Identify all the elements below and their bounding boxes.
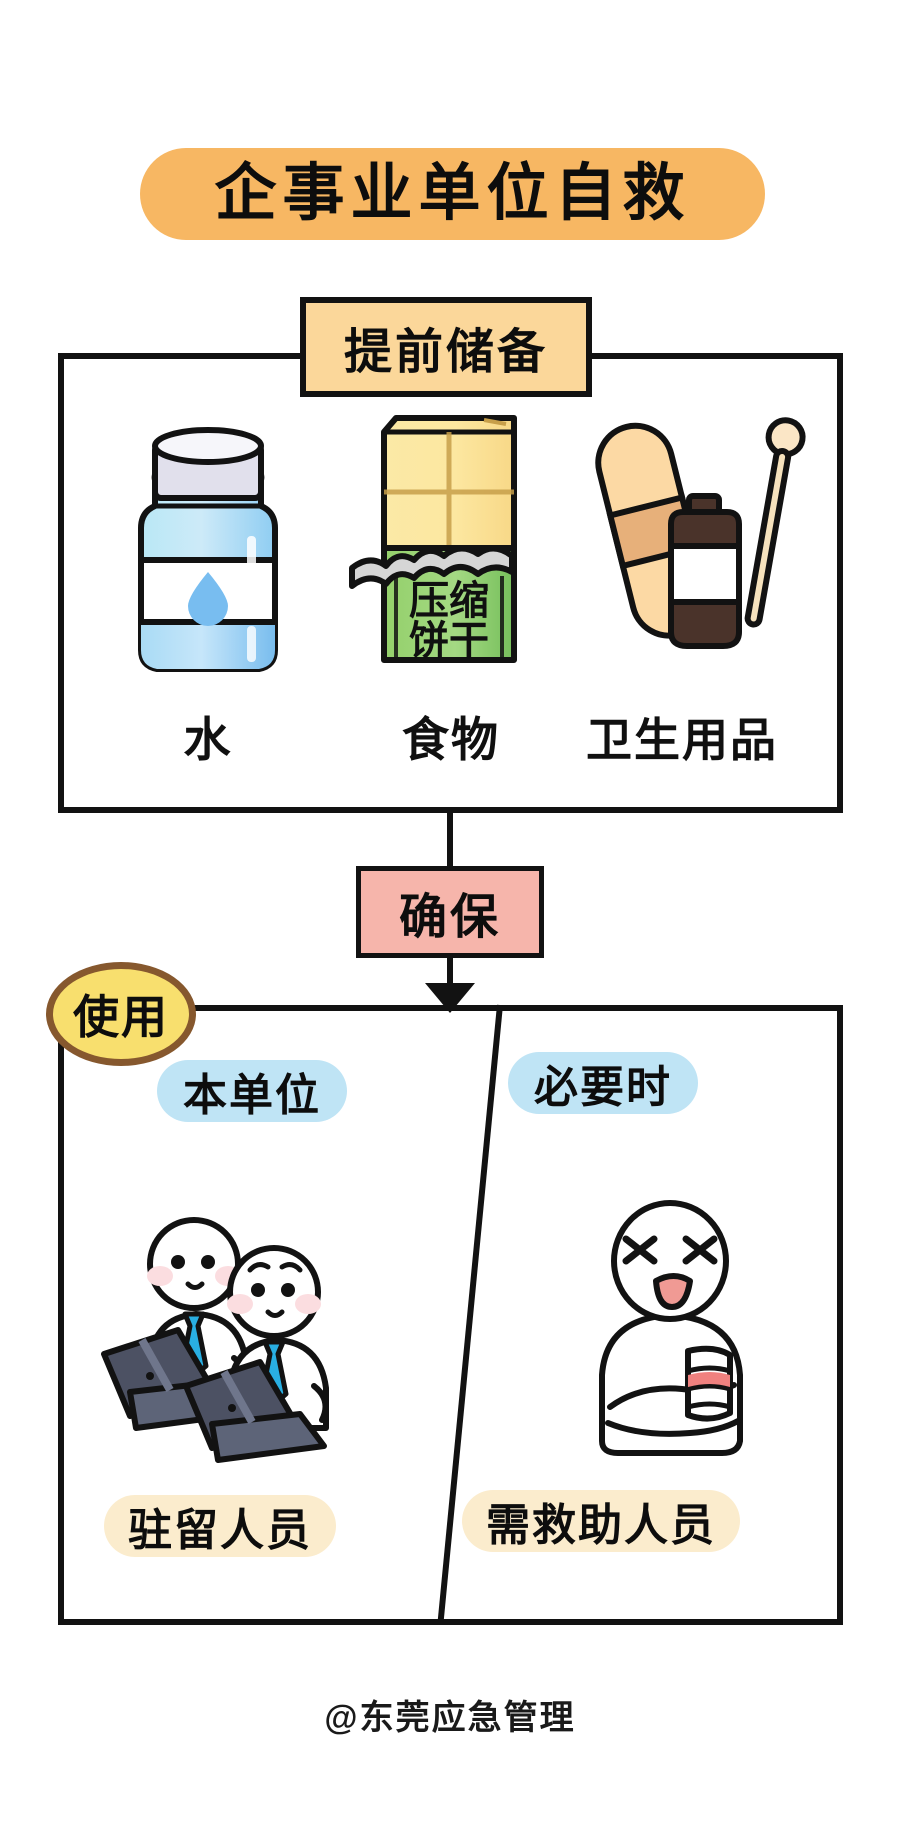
hygiene-supplies-icon <box>595 417 806 649</box>
supply-caption-food: 食物 <box>402 713 500 766</box>
section-use-badge-text: 使用 <box>73 991 169 1043</box>
footer-attribution: @东莞应急管理 <box>324 1699 576 1737</box>
compressed-biscuit-icon: 压缩 饼干 <box>349 415 517 663</box>
supply-item-food: 压缩 饼干 食物 <box>326 400 576 770</box>
section-store-label-text: 提前储备 <box>343 326 548 379</box>
connector-line-lower <box>447 958 453 988</box>
arrow-down-icon <box>425 983 475 1013</box>
connector-line-upper <box>447 813 453 866</box>
package-text-line1: 压缩 <box>409 579 489 623</box>
section-store-label: 提前储备 <box>300 297 592 397</box>
supply-item-water: 水 <box>83 400 333 770</box>
supply-caption-hygiene: 卫生用品 <box>586 714 778 766</box>
ensure-label: 确保 <box>398 891 501 944</box>
use-col-left-top-label-text: 本单位 <box>183 1071 321 1120</box>
use-col-right-bottom-label: 需救助人员 <box>462 1490 740 1552</box>
water-bottle-icon <box>138 427 278 672</box>
use-col-right-bottom-label-text: 需救助人员 <box>486 1501 716 1550</box>
use-col-left-top-label: 本单位 <box>157 1060 347 1122</box>
poster-title-banner: 企事业单位自救 <box>140 148 765 240</box>
use-col-left-bottom-label: 驻留人员 <box>104 1495 336 1557</box>
page-title: 企事业单位自救 <box>214 159 691 228</box>
two-office-workers-with-laptops-icon <box>101 1217 329 1463</box>
package-text-line2: 饼干 <box>409 619 489 663</box>
supply-item-hygiene: 卫生用品 <box>563 400 813 770</box>
injured-person-bandaged-arm-icon <box>599 1200 743 1456</box>
use-col-left-bottom-label-text: 驻留人员 <box>128 1506 312 1555</box>
supply-caption-water: 水 <box>183 713 233 766</box>
use-col-right-top-label: 必要时 <box>508 1052 698 1114</box>
ensure-box: 确保 <box>356 866 544 958</box>
supplies-row: 水 <box>58 400 843 770</box>
use-col-right-top-label-text: 必要时 <box>534 1063 672 1112</box>
section-use-badge: 使用 <box>46 962 196 1066</box>
